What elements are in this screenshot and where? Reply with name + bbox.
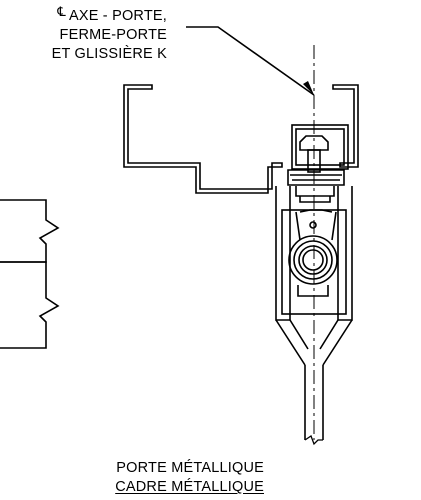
- spindle-base: [297, 285, 329, 297]
- closer-arm-assembly: [287, 169, 345, 203]
- axis-callout-label: ℄AXE - PORTE, FERME-PORTE ET GLISSIÈRE K: [51, 4, 167, 64]
- door-label: PORTE MÉTALLIQUE: [116, 460, 264, 476]
- door-top-rail-right: [337, 186, 353, 321]
- door-inner-bevel: [289, 319, 339, 350]
- closer-spindle-core: [302, 249, 324, 271]
- slide-head: [299, 135, 329, 151]
- closer-arm: [295, 209, 337, 241]
- closer-spindle-mid: [293, 240, 333, 280]
- callout-line-2: FERME-PORTE: [59, 27, 167, 43]
- door-head-channel: [332, 84, 359, 168]
- centerline-symbol: ℄: [57, 4, 66, 19]
- door-bottom-bevel: [275, 319, 353, 366]
- arm-pivot: [309, 221, 317, 229]
- glide-track-profile: [123, 84, 283, 194]
- slide-pin: [307, 149, 321, 173]
- door-top-rail: [275, 186, 291, 321]
- callout-line-1: AXE - PORTE,: [68, 8, 167, 24]
- closer-spindle-outer: [288, 235, 338, 285]
- frame-label: CADRE MÉTALLIQUE: [115, 479, 264, 495]
- metal-frame-profile: [0, 199, 60, 349]
- metal-door-leaf: [304, 365, 324, 446]
- closer-spindle-inner: [298, 245, 328, 275]
- callout-line-3: ET GLISSIÈRE K: [51, 46, 167, 62]
- door-frame-label: PORTE MÉTALLIQUE CADRE MÉTALLIQUE: [115, 459, 264, 497]
- callout-leader: [186, 26, 315, 96]
